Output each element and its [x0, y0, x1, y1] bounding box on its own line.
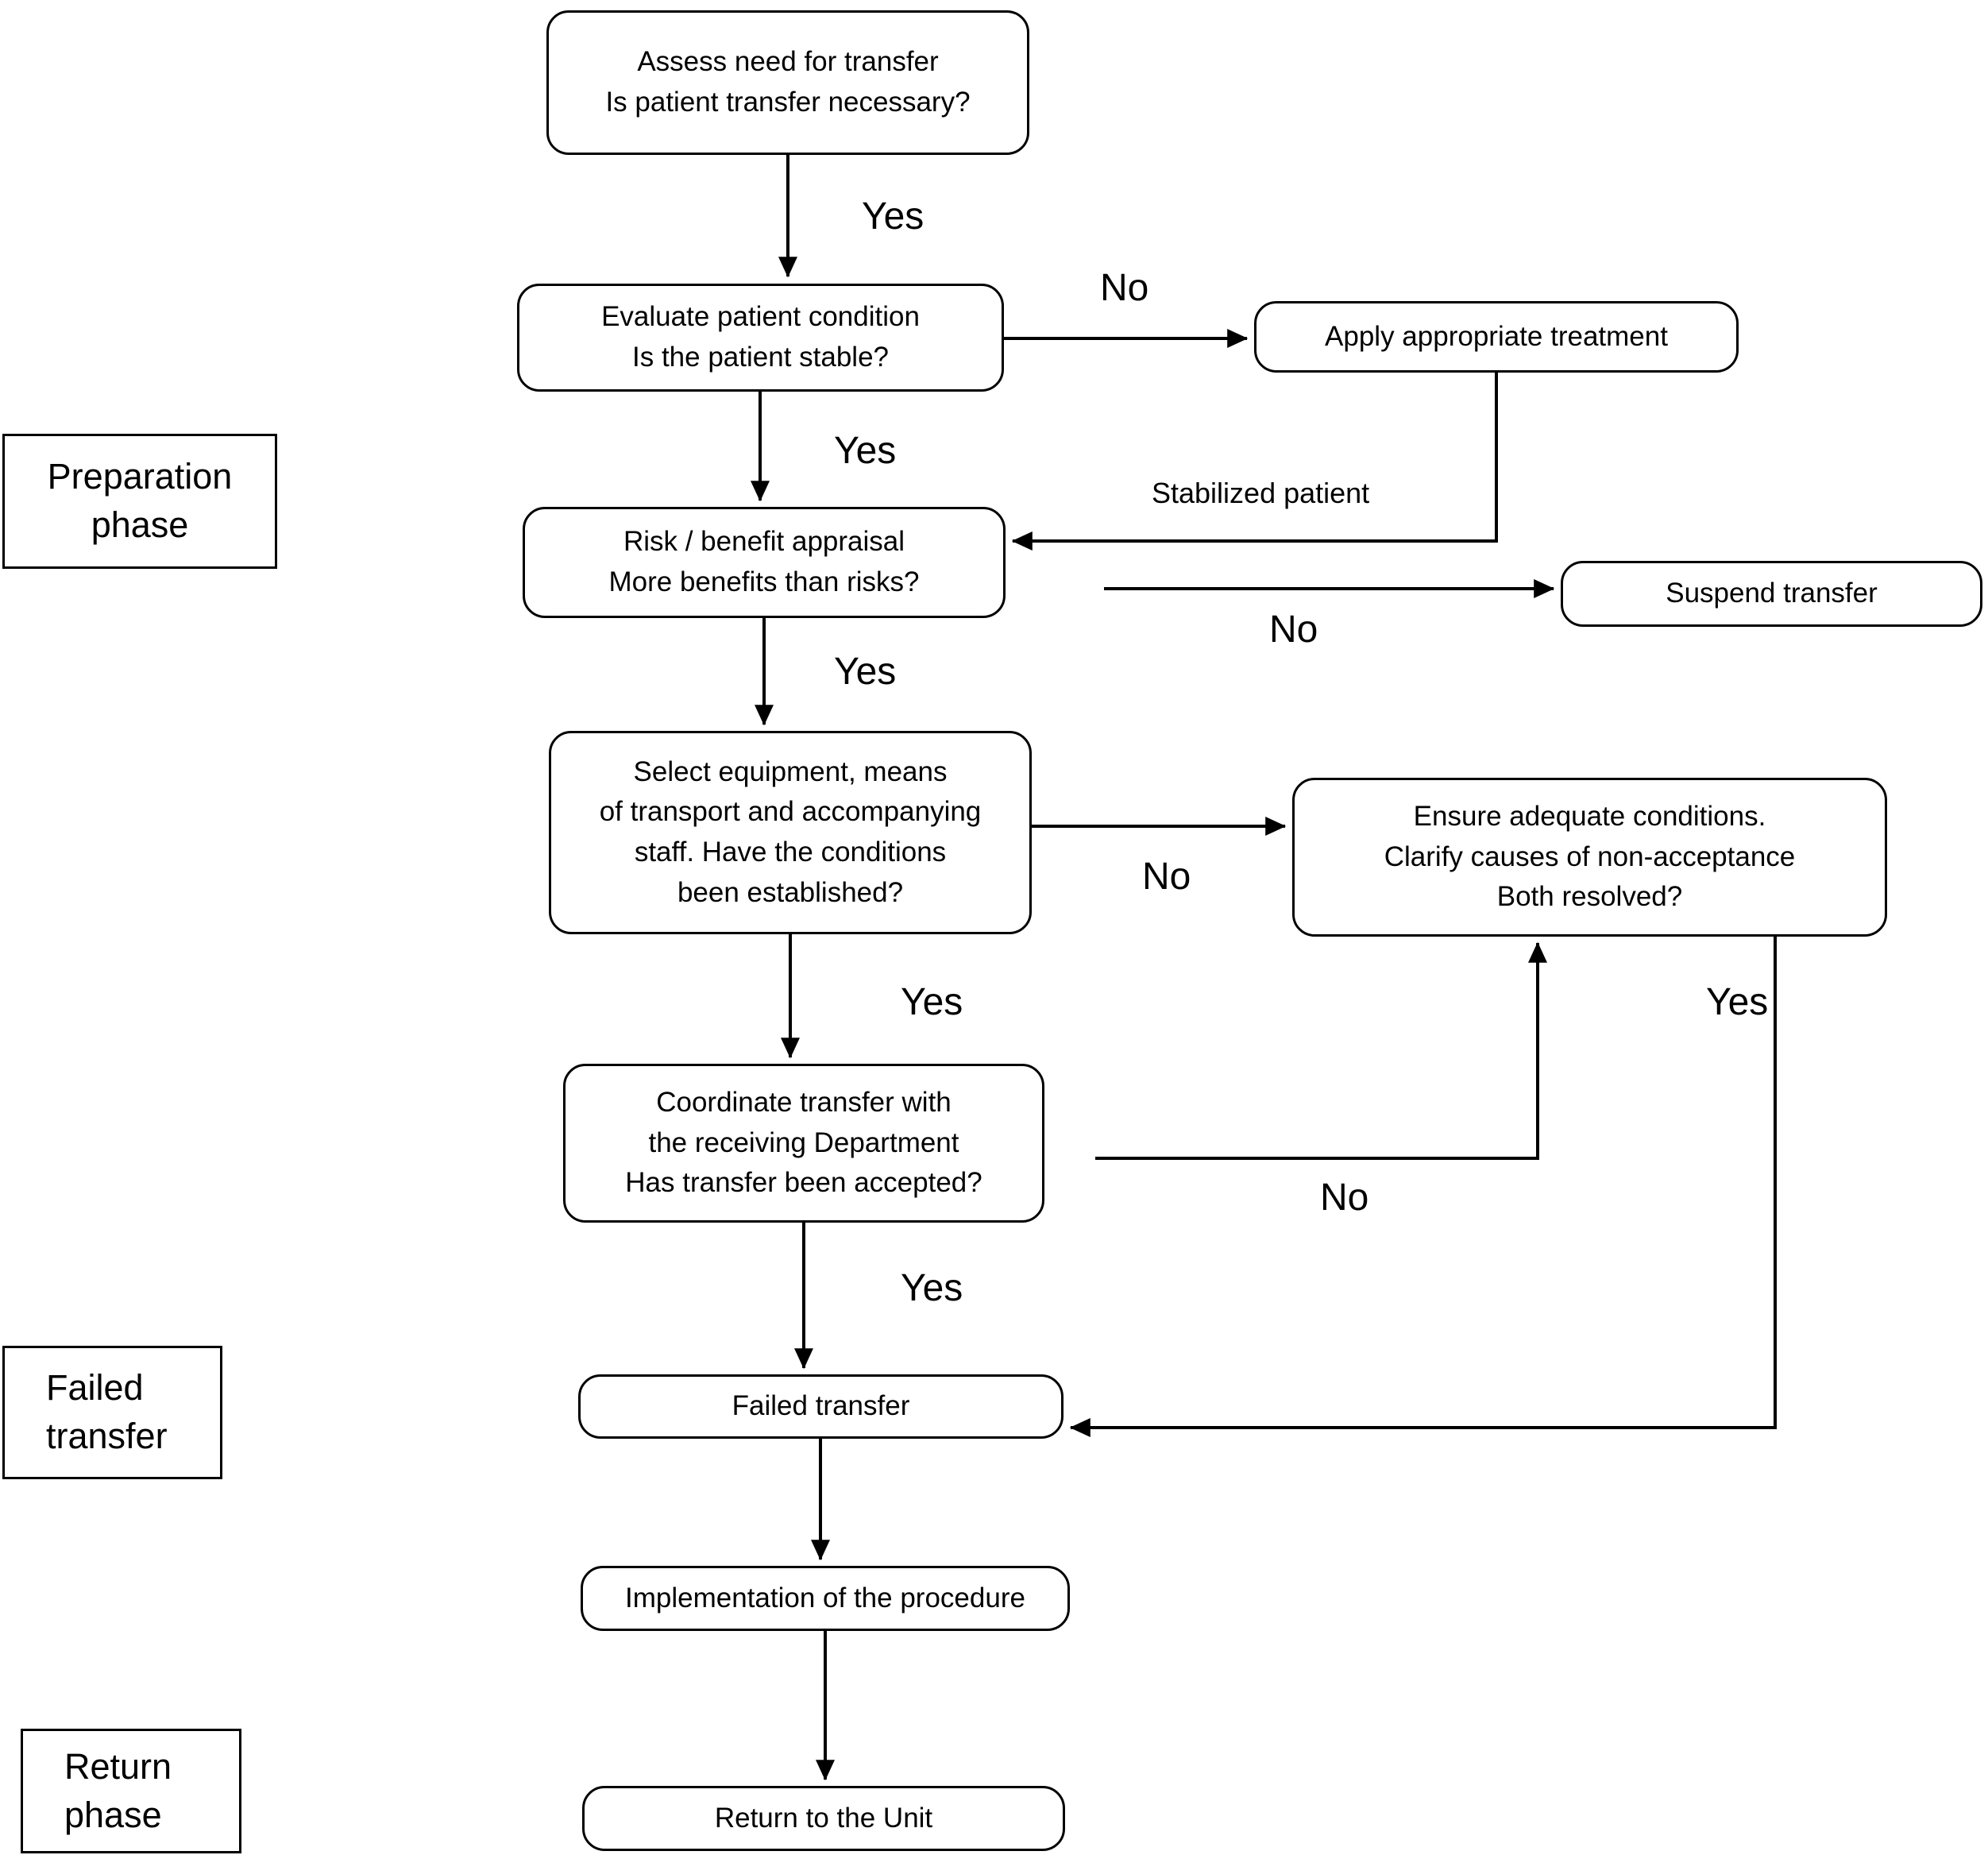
node-text-line: Is the patient stable? — [632, 342, 889, 373]
edge-label-no: No — [1142, 856, 1191, 898]
failed-transfer-node: Failed transfer — [578, 1374, 1063, 1439]
node-text-line: Has transfer been accepted? — [625, 1167, 982, 1199]
arrow-apply-to-risk-stabilized — [1011, 373, 1498, 551]
implementation-node: Implementation of the procedure — [581, 1566, 1070, 1631]
phase-text-line: phase — [91, 504, 189, 545]
phase-text-line: phase — [64, 1794, 162, 1835]
select-equipment-node: Select equipment, means of transport and… — [549, 731, 1032, 934]
node-text-line: Select equipment, means — [633, 756, 948, 787]
node-text-line: Is patient transfer necessary? — [605, 87, 971, 118]
node-text-line: Suspend transfer — [1666, 578, 1878, 609]
edge-label-stabilized-patient: Stabilized patient — [1152, 477, 1370, 509]
phase-text-line: Failed — [46, 1367, 144, 1409]
node-text-line: Failed transfer — [732, 1390, 910, 1422]
evaluate-condition-node: Evaluate patient condition Is the patien… — [517, 284, 1004, 392]
phase-text-line: Preparation — [47, 456, 233, 497]
edge-label-yes: Yes — [862, 195, 925, 238]
edge-label-yes: Yes — [1706, 981, 1769, 1023]
coordinate-transfer-node: Coordinate transfer with the receiving D… — [563, 1064, 1044, 1223]
preparation-phase-label: Preparation phase — [2, 434, 277, 569]
node-text-line: Apply appropriate treatment — [1325, 320, 1668, 352]
return-phase-label: Return phase — [21, 1729, 241, 1853]
node-text-line: Assess need for transfer — [637, 46, 939, 78]
node-text-line: Both resolved? — [1496, 881, 1683, 913]
edge-label-yes: Yes — [834, 651, 897, 693]
failed-transfer-phase-label: Failed transfer — [2, 1346, 222, 1479]
node-text-line: More benefits than risks? — [608, 566, 920, 597]
arrow-ensure-to-failed — [1069, 937, 1777, 1437]
risk-benefit-node: Risk / benefit appraisal More benefits t… — [523, 507, 1006, 618]
arrow-coordinate-to-ensure — [1095, 941, 1547, 1160]
assess-need-node: Assess need for transfer Is patient tran… — [546, 10, 1029, 155]
phase-text-line: transfer — [46, 1416, 168, 1456]
apply-treatment-node: Apply appropriate treatment — [1254, 301, 1739, 373]
suspend-transfer-node: Suspend transfer — [1561, 561, 1982, 627]
edge-label-yes: Yes — [901, 1267, 963, 1309]
edge-label-no: No — [1269, 609, 1318, 651]
edge-label-yes: Yes — [901, 981, 963, 1023]
ensure-conditions-node: Ensure adequate conditions. Clarify caus… — [1292, 778, 1887, 937]
node-text-line: Evaluate patient condition — [601, 301, 920, 333]
node-text-line: Return to the Unit — [714, 1802, 933, 1834]
return-to-unit-node: Return to the Unit — [582, 1786, 1065, 1851]
node-text-line: been established? — [677, 876, 904, 908]
edge-label-no: No — [1320, 1177, 1369, 1219]
node-text-line: Ensure adequate conditions. — [1413, 800, 1766, 832]
node-text-line: Implementation of the procedure — [625, 1582, 1025, 1613]
node-text-line: Coordinate transfer with — [656, 1086, 952, 1118]
node-text-line: Clarify causes of non-acceptance — [1384, 841, 1796, 872]
phase-text-line: Return — [64, 1745, 172, 1787]
node-text-line: staff. Have the conditions — [634, 837, 947, 868]
edge-label-no: No — [1100, 267, 1149, 309]
node-text-line: the receiving Department — [648, 1127, 959, 1158]
node-text-line: Risk / benefit appraisal — [623, 526, 905, 558]
node-text-line: of transport and accompanying — [599, 796, 982, 828]
edge-label-yes: Yes — [834, 430, 897, 472]
